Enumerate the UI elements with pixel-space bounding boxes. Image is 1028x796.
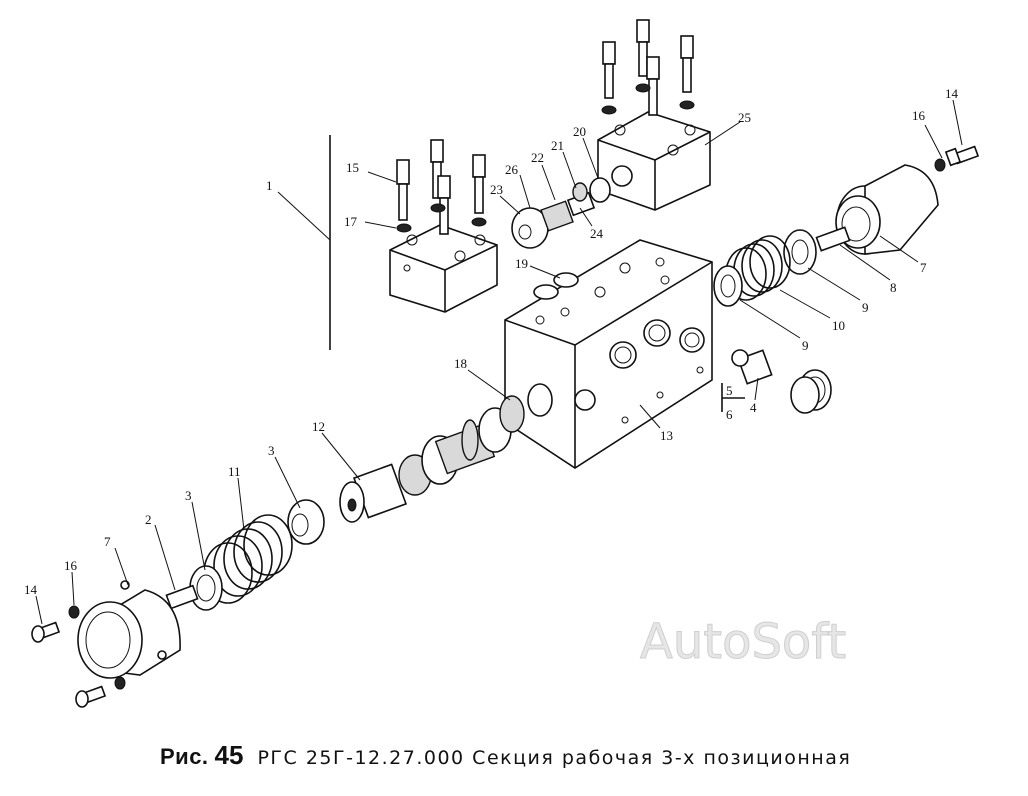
callout-10: 10 <box>832 318 845 333</box>
callout-14-right: 14 <box>945 86 959 101</box>
parts-4-5-6 <box>721 349 832 414</box>
watermark: AutoSoft <box>640 614 846 670</box>
callout-16-right: 16 <box>912 108 926 123</box>
bolts-25 <box>601 19 695 116</box>
main-body-13 <box>504 239 713 469</box>
callout-8: 8 <box>890 280 897 295</box>
caption-figure-number: 45 <box>214 740 244 770</box>
right-cover-block-25 <box>597 111 711 211</box>
callout-25: 25 <box>738 110 751 125</box>
callout-23: 23 <box>490 182 503 197</box>
callout-18: 18 <box>454 356 467 371</box>
callout-3-lower: 3 <box>185 488 192 503</box>
valve-parts-20-26 <box>511 177 611 249</box>
spool-assembly <box>339 395 525 523</box>
callout-19: 19 <box>515 256 528 271</box>
bolts-15 <box>396 139 487 235</box>
callout-7-left: 7 <box>104 534 111 549</box>
callout-numbers: 1 15 17 19 23 26 22 21 20 24 25 16 14 7 … <box>24 86 959 597</box>
callout-15: 15 <box>346 160 359 175</box>
o-rings-19 <box>533 272 579 300</box>
callout-14-left: 14 <box>24 582 38 597</box>
callout-17: 17 <box>344 214 358 229</box>
spring-10 <box>725 235 791 301</box>
callout-13: 13 <box>660 428 673 443</box>
callout-12: 12 <box>312 419 325 434</box>
caption-text: РГС 25Г-12.27.000 Секция рабочая 3-х поз… <box>257 747 852 769</box>
leader-lines <box>35 99 963 625</box>
callout-22: 22 <box>531 150 544 165</box>
callout-7-right: 7 <box>920 260 927 275</box>
callout-9-upper: 9 <box>862 300 869 315</box>
callout-3-upper: 3 <box>268 443 275 458</box>
callout-26: 26 <box>505 162 519 177</box>
callout-24: 24 <box>590 226 604 241</box>
callout-16-left: 16 <box>64 558 78 573</box>
callout-5: 5 <box>726 383 733 398</box>
callout-2: 2 <box>145 512 152 527</box>
right-end-assembly <box>713 145 980 307</box>
figure-caption: Рис.45 РГС 25Г-12.27.000 Секция рабочая 3… <box>160 740 851 771</box>
caption-prefix: Рис. <box>160 744 209 769</box>
left-cover-block-1 <box>329 135 498 350</box>
callout-1: 1 <box>266 178 273 193</box>
callout-21: 21 <box>551 138 564 153</box>
callout-20: 20 <box>573 124 586 139</box>
callout-4: 4 <box>750 400 757 415</box>
callout-11: 11 <box>228 464 241 479</box>
callout-6: 6 <box>726 407 733 422</box>
callout-9-lower: 9 <box>802 338 809 353</box>
left-end-assembly <box>31 499 325 708</box>
